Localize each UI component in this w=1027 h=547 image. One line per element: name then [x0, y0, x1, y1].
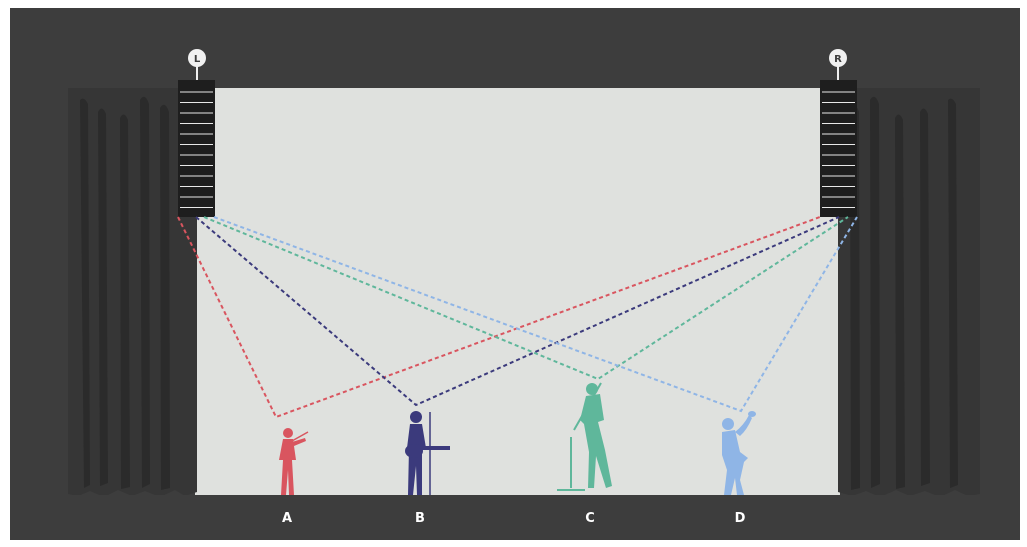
- sound-path-b: [195, 216, 840, 407]
- stage-letter-d: D: [735, 511, 746, 526]
- right-speaker-label: R: [829, 49, 847, 80]
- left-speaker-label: L: [188, 49, 206, 80]
- performer-d-saxophonist: [722, 411, 756, 495]
- performer-b-guitarist: [405, 411, 450, 495]
- sound-path-a: [177, 216, 821, 419]
- stage-letter-c: C: [585, 511, 595, 526]
- sound-path-c: [203, 216, 849, 381]
- right-curtain: [838, 88, 980, 497]
- performer-a-violinist: [279, 428, 309, 495]
- stage-backdrop: [195, 88, 840, 498]
- sound-path-d: [213, 216, 858, 413]
- left-curtain: [68, 88, 197, 497]
- svg-text:R: R: [834, 54, 842, 65]
- left-speaker-stack: [178, 80, 215, 217]
- svg-text:L: L: [194, 54, 201, 65]
- performer-c-singer: [557, 382, 612, 491]
- stage-letter-a: A: [282, 511, 292, 526]
- stage-letter-b: B: [415, 511, 425, 526]
- right-speaker-stack: [820, 80, 857, 217]
- stage-floor: [10, 495, 1020, 540]
